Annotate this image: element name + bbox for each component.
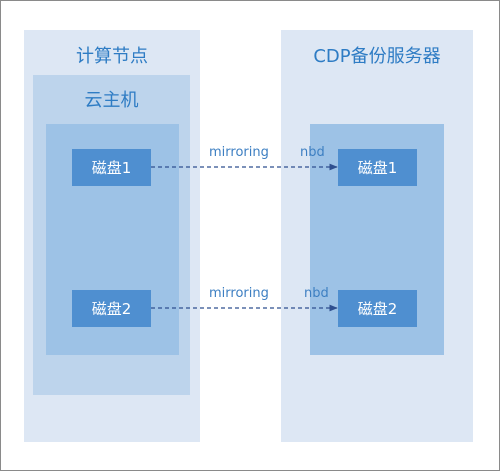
backup-disk-1: 磁盘1 [338, 149, 417, 186]
mirroring-label-2: mirroring [209, 286, 269, 301]
nbd-label-1: nbd [300, 145, 325, 160]
nbd-label-2: nbd [304, 286, 329, 301]
vm-title: 云主机 [84, 90, 139, 111]
vm-disk-1: 磁盘1 [72, 149, 151, 186]
mirroring-label-1: mirroring [209, 145, 269, 160]
compute-node-title: 计算节点 [76, 46, 148, 67]
backup-server-title: CDP备份服务器 [313, 46, 441, 67]
backup-disk-2: 磁盘2 [338, 290, 417, 327]
vm-disk-2: 磁盘2 [72, 290, 151, 327]
